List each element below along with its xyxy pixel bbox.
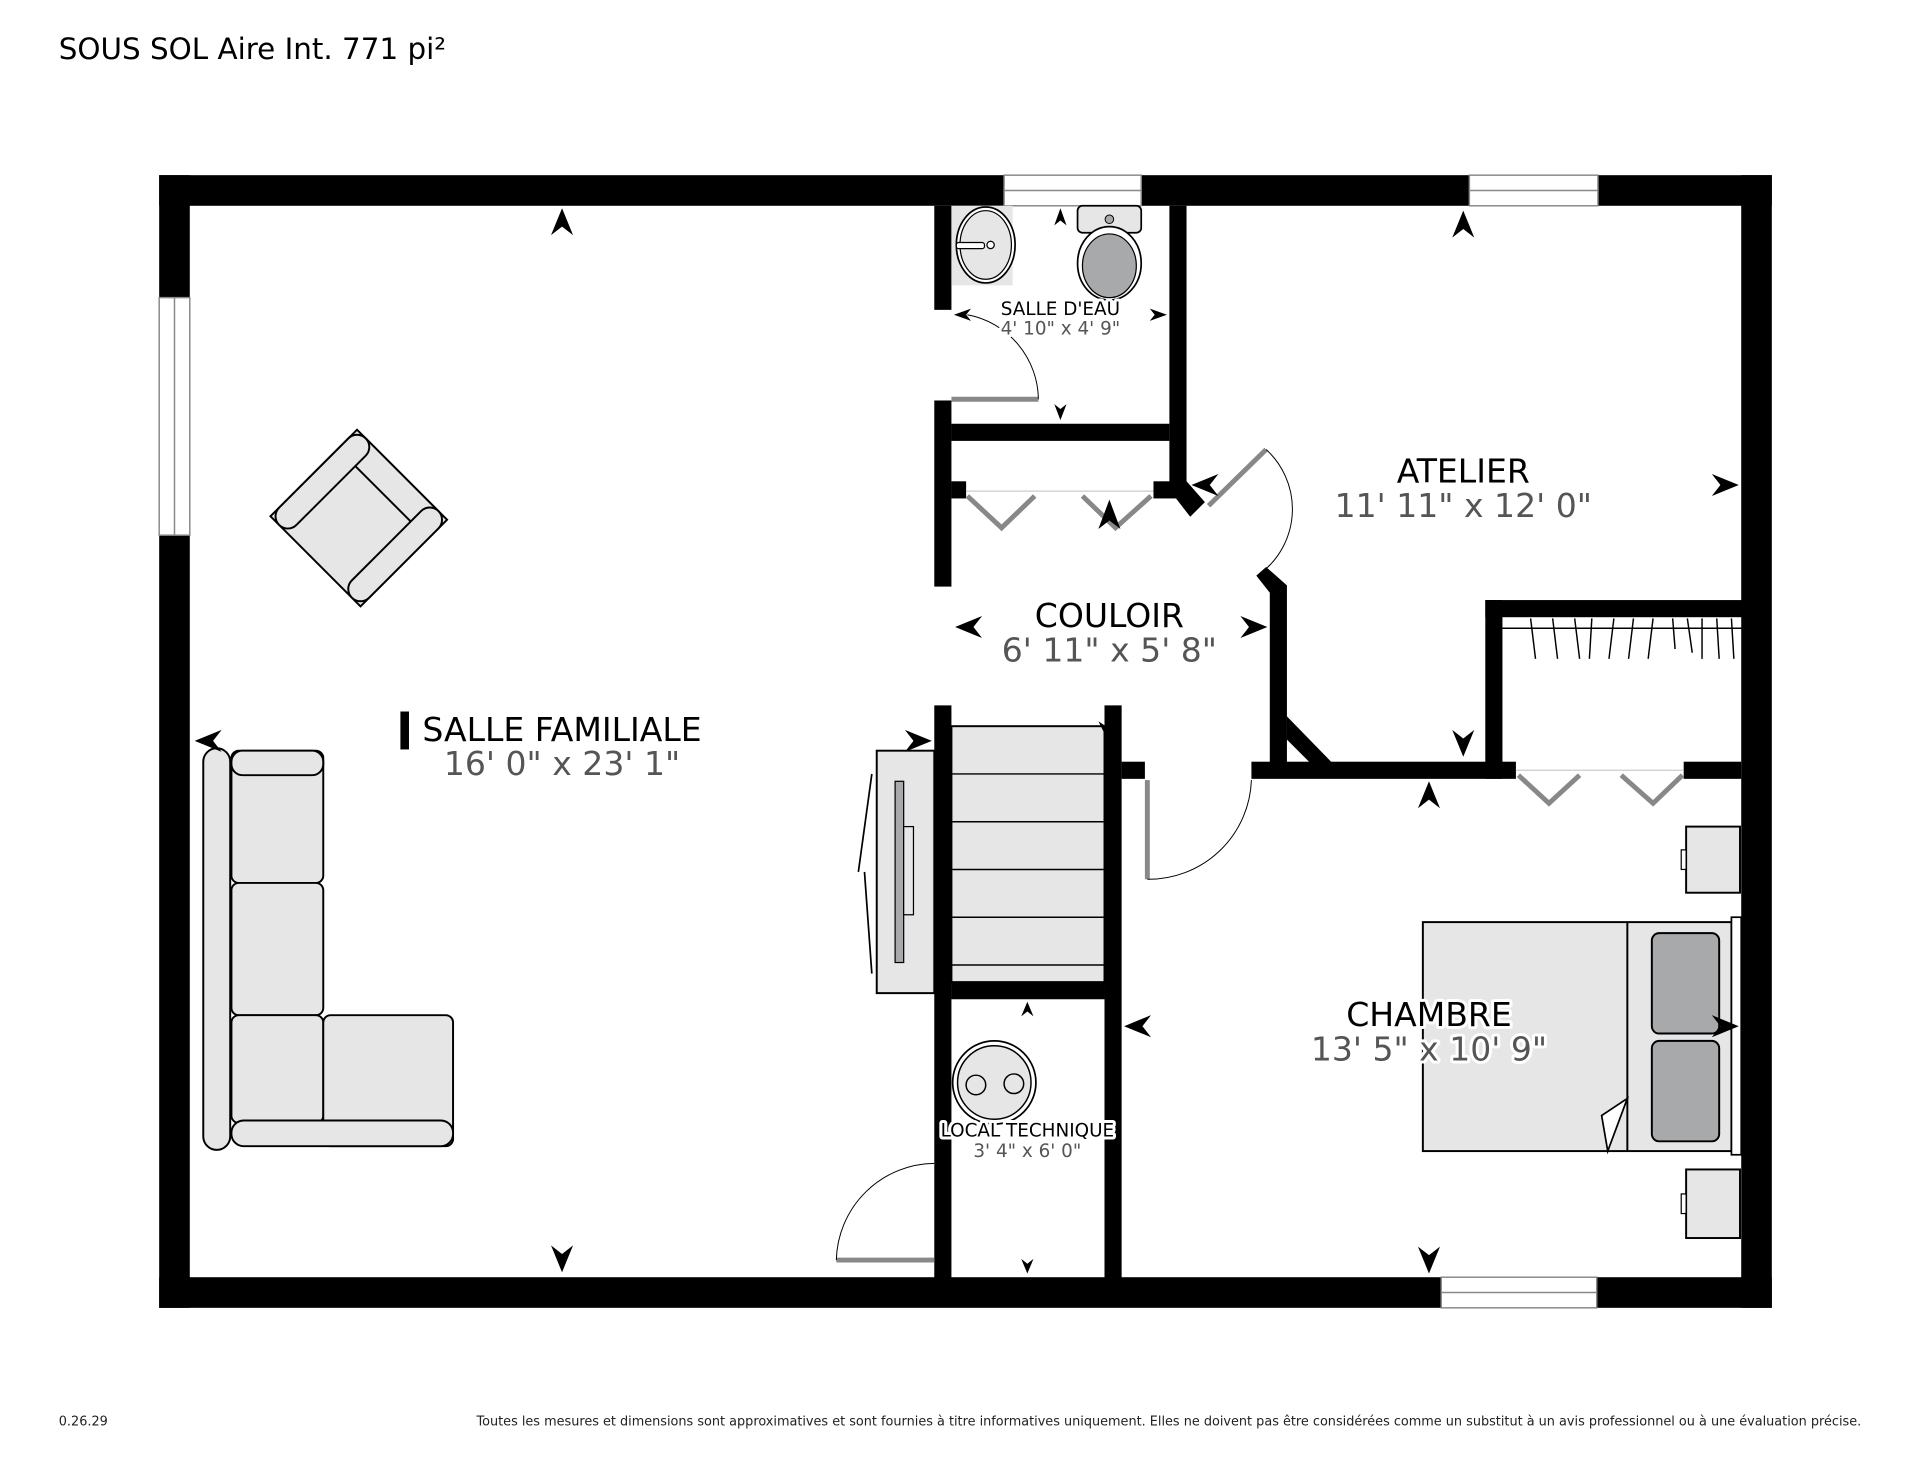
dimension-arrow-icon: [194, 208, 1739, 1274]
room-label-salle-familiale: SALLE FAMILIALE 16' 0" x 23' 1": [400, 710, 702, 783]
tv-unit-icon: [857, 749, 936, 995]
sectional-sofa-icon: [202, 747, 455, 1151]
toilet-icon: [1076, 204, 1143, 301]
room-name: COULOIR: [1035, 596, 1184, 635]
nightstand-icon: [1680, 825, 1741, 894]
room-label-local-technique: LOCAL TECHNIQUE 3' 4" x 6' 0": [938, 1117, 1118, 1165]
version-label: 0.26.29: [59, 1414, 108, 1429]
nightstand-icon: [1680, 1168, 1741, 1240]
armchair-icon: [269, 428, 449, 608]
floor-title: SOUS SOL Aire Int. 771 pi²: [59, 32, 446, 66]
room-dimensions: 4' 10" x 4' 9": [1001, 318, 1121, 339]
window-chambre: [1440, 1276, 1598, 1309]
room-label-atelier: ATELIER 11' 11" x 12' 0": [1335, 452, 1592, 525]
room-dimensions: 11' 11" x 12' 0": [1335, 486, 1592, 525]
door-local-technique: [835, 1162, 935, 1263]
room-dimensions: 13' 5" x 10' 9": [1311, 1029, 1547, 1068]
interior-walls: [934, 205, 1749, 1286]
window-salle-familiale: [158, 296, 191, 536]
room-name: LOCAL TECHNIQUE: [941, 1120, 1115, 1141]
water-heater-icon: [951, 1040, 1037, 1126]
room-name: SALLE FAMILIALE: [422, 710, 701, 749]
outer-walls: [159, 175, 1772, 1308]
room-name: CHAMBRE: [1346, 995, 1512, 1034]
door-chambre: [1144, 780, 1252, 880]
door-bathroom: [951, 314, 1039, 402]
bifold-door-chambre-closet: [1515, 769, 1685, 807]
window-atelier: [1468, 174, 1599, 207]
bed-icon: [1421, 916, 1743, 1156]
room-dimensions: 16' 0" x 23' 1": [444, 744, 680, 783]
sink-icon: [951, 205, 1016, 286]
room-name: SALLE D'EAU: [1001, 299, 1120, 320]
room-label-chambre: CHAMBRE 13' 5" x 10' 9": [1308, 992, 1550, 1071]
disclaimer-text: Toutes les mesures et dimensions sont ap…: [475, 1414, 1861, 1429]
staircase-icon: [950, 725, 1106, 984]
room-label-couloir: COULOIR 6' 11" x 5' 8": [1002, 596, 1217, 669]
room-label-salle-deau: SALLE D'EAU 4' 10" x 4' 9": [998, 296, 1124, 343]
bifold-door-couloir-closet: [965, 490, 1154, 532]
room-name: ATELIER: [1397, 452, 1530, 491]
room-dimensions: 6' 11" x 5' 8": [1002, 630, 1217, 669]
closet-rod-icon: [1502, 618, 1750, 659]
window-bathroom: [1003, 174, 1142, 207]
room-dimensions: 3' 4" x 6' 0": [973, 1141, 1081, 1162]
door-atelier: [1206, 447, 1293, 573]
